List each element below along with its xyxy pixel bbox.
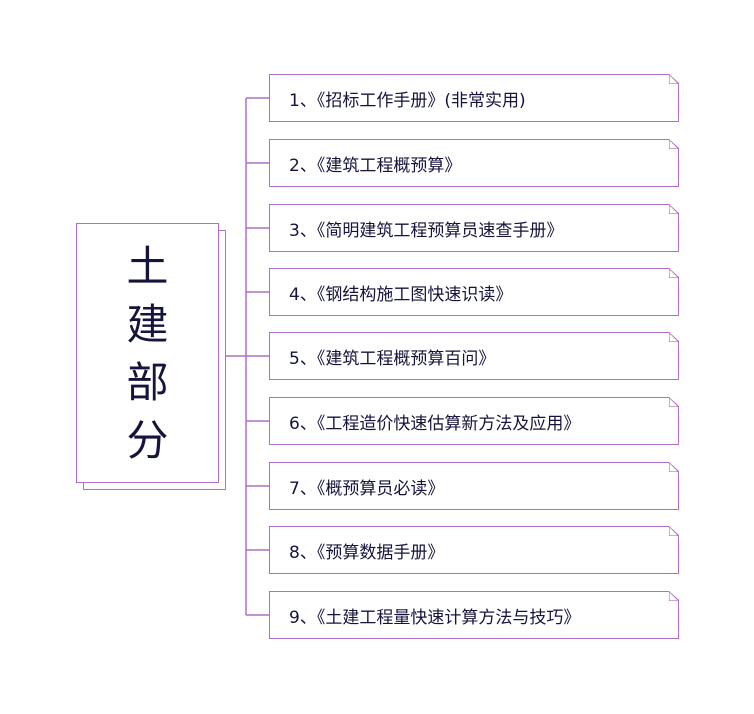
folded-corner-icon (669, 397, 679, 407)
root-char: 部 (126, 358, 169, 407)
book-item-1: 1、《招标工作手册》(非常实用) (269, 74, 679, 122)
folded-corner-icon (669, 591, 679, 601)
book-item-label: 7、《概预算员必读》 (289, 478, 445, 499)
book-item-label: 4、《钢结构施工图快速识读》 (289, 284, 513, 305)
folded-corner-icon (669, 204, 679, 214)
book-item-7: 7、《概预算员必读》 (269, 462, 679, 510)
book-item-label: 5、《建筑工程概预算百问》 (289, 348, 496, 369)
book-item-4: 4、《钢结构施工图快速识读》 (269, 268, 679, 316)
folded-corner-icon (669, 268, 679, 278)
book-item-label: 8、《预算数据手册》 (289, 542, 445, 563)
book-item-label: 3、《简明建筑工程预算员速查手册》 (289, 220, 564, 241)
folded-corner-icon (669, 526, 679, 536)
root-char: 土 (126, 242, 169, 291)
folded-corner-icon (669, 462, 679, 472)
book-item-label: 9、《土建工程量快速计算方法与技巧》 (289, 607, 581, 628)
folded-corner-icon (669, 332, 679, 342)
book-item-label: 6、《工程造价快速估算新方法及应用》 (289, 413, 581, 434)
root-title: 土 建 部 分 (77, 238, 218, 470)
book-item-5: 5、《建筑工程概预算百问》 (269, 332, 679, 380)
book-item-3: 3、《简明建筑工程预算员速查手册》 (269, 204, 679, 252)
folded-corner-icon (669, 139, 679, 149)
root-node: 土 建 部 分 (76, 223, 219, 483)
folded-corner-icon (669, 74, 679, 84)
book-item-2: 2、《建筑工程概预算》 (269, 139, 679, 187)
book-item-6: 6、《工程造价快速估算新方法及应用》 (269, 397, 679, 445)
book-item-label: 2、《建筑工程概预算》 (289, 155, 462, 176)
book-item-8: 8、《预算数据手册》 (269, 526, 679, 574)
root-char: 建 (126, 300, 169, 349)
book-item-label: 1、《招标工作手册》(非常实用) (289, 90, 526, 111)
root-char: 分 (126, 416, 169, 465)
book-item-9: 9、《土建工程量快速计算方法与技巧》 (269, 591, 679, 639)
